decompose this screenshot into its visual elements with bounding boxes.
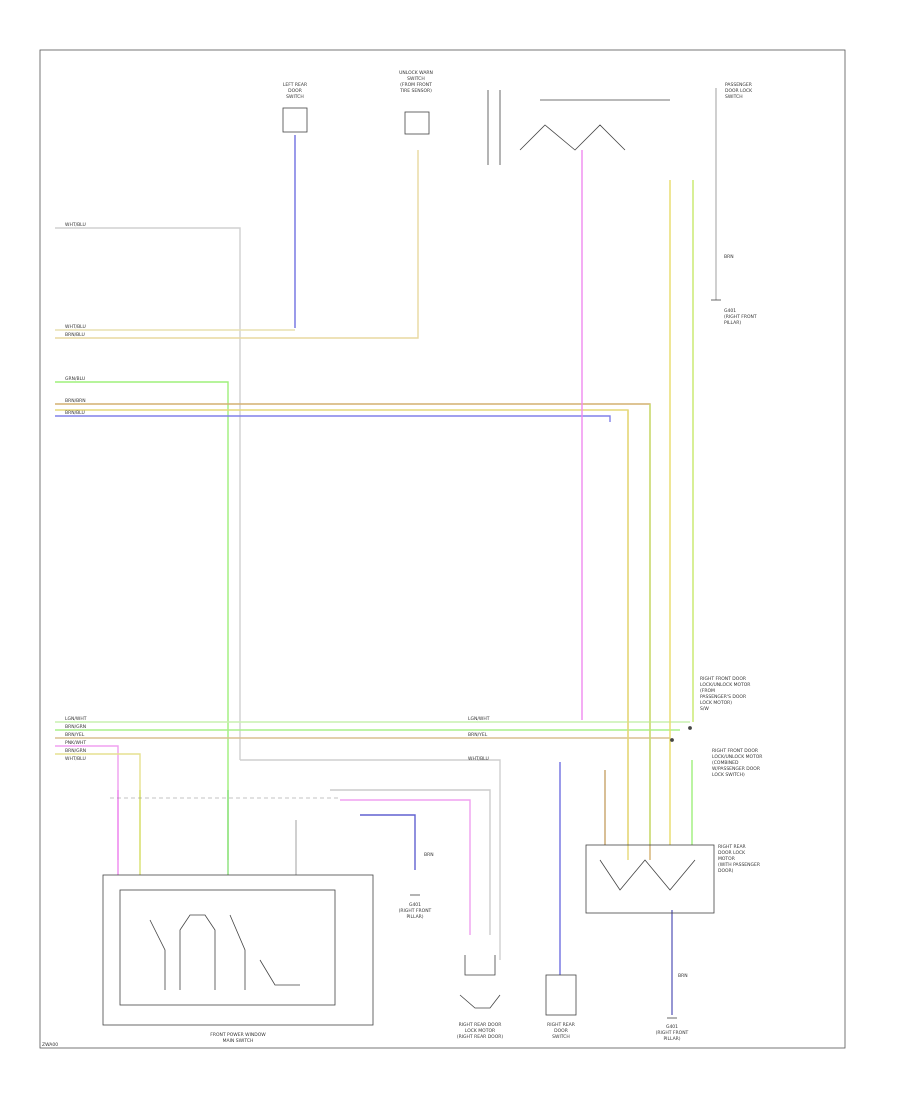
wire-label-left-5: BRN/BLU bbox=[65, 410, 85, 416]
components bbox=[102, 90, 715, 1026]
grounds bbox=[410, 299, 721, 1019]
front-power-window-switch-box bbox=[102, 874, 374, 1026]
label-rf-lower-0: RIGHT FRONT DOOR bbox=[712, 748, 758, 754]
label-ground-bottom-0: G401 bbox=[666, 1024, 678, 1030]
wire-blu-416 bbox=[55, 415, 611, 422]
label-rf-upper-5: S/W bbox=[700, 706, 709, 712]
unlock-warn-switch-box bbox=[404, 111, 430, 135]
wire-motor-pnk bbox=[340, 799, 471, 935]
diagram-border bbox=[39, 49, 846, 1049]
label-ground-mid-0: G401 bbox=[409, 902, 421, 908]
wire-pnk-746 bbox=[55, 745, 119, 860]
label-ground-mid-1: (RIGHT FRONT bbox=[399, 908, 432, 914]
label-rear-motor-1: LOCK MOTOR bbox=[465, 1028, 495, 1034]
wire-yel-410 bbox=[55, 409, 629, 860]
label-fpw-0: FRONT POWER WINDOW bbox=[210, 1032, 266, 1038]
wire-label-left-7: BRN/GRN bbox=[65, 724, 86, 730]
horizontal-wires bbox=[55, 150, 690, 960]
fpw-arch bbox=[179, 914, 216, 990]
wire-grn-382 bbox=[55, 381, 229, 860]
label-passenger-0: PASSENGER bbox=[725, 82, 752, 88]
label-rf-lower-3: W/PASSENGER DOOR bbox=[712, 766, 760, 772]
pdl-switch bbox=[519, 124, 626, 151]
rear-motor-upper bbox=[464, 955, 496, 976]
rear-motor-lower bbox=[459, 994, 501, 1009]
wire-label-mid-0: LGN/WHT bbox=[468, 716, 490, 722]
front-power-window-inner bbox=[119, 889, 336, 1006]
label-rr-switch-0: RIGHT REAR bbox=[547, 1022, 575, 1028]
label-unlock-warn-3: TIRE SENSOR) bbox=[399, 88, 432, 94]
wire-label-left-10: BRN/GRN bbox=[65, 748, 86, 754]
label-ground-mid-wire: BRN bbox=[424, 852, 434, 858]
rr-lock-switch bbox=[599, 859, 696, 891]
label-passenger-1: DOOR LOCK bbox=[725, 88, 753, 94]
splice-2 bbox=[688, 726, 692, 730]
label-fpw-1: MAIN SWITCH bbox=[223, 1038, 254, 1044]
label-rear-motor-0: RIGHT REAR DOOR bbox=[459, 1022, 502, 1028]
label-ground-top-2: PILLAR) bbox=[724, 320, 741, 326]
wire-label-left-9: PNK/WHT bbox=[65, 740, 86, 746]
label-left-rear-switch-2: SWITCH bbox=[286, 94, 304, 100]
label-ground-bottom-wire: BRN bbox=[678, 973, 688, 979]
footer-code: ZWA00 bbox=[42, 1042, 58, 1048]
splice-1 bbox=[670, 738, 674, 742]
label-left-rear-switch-0: LEFT REAR bbox=[283, 82, 307, 88]
label-unlock-warn-1: SWITCH bbox=[407, 76, 425, 82]
fpw-switch-2 bbox=[229, 914, 246, 990]
label-rr-unit-1: DOOR LOCK bbox=[718, 850, 746, 856]
label-rf-upper-2: (FROM bbox=[700, 688, 715, 694]
wire-grey-762 bbox=[240, 759, 501, 960]
wire-label-mid-2: WHT/BLU bbox=[468, 756, 489, 762]
label-left-rear-switch-1: DOOR bbox=[288, 88, 302, 94]
wire-wht-blu-top bbox=[55, 227, 241, 760]
right-rear-door-switch-box bbox=[545, 974, 577, 1016]
label-rr-switch-2: SWITCH bbox=[552, 1034, 570, 1040]
wire-label-left-11: WHT/BLU bbox=[65, 756, 86, 762]
wire-label-left-4: BRN/BRN bbox=[65, 398, 86, 404]
wire-label-left-0: WHT/BLU bbox=[65, 222, 86, 228]
fpw-switch-3 bbox=[259, 959, 300, 986]
wire-label-left-6: LGN/WHT bbox=[65, 716, 87, 722]
label-rr-unit-0: RIGHT REAR bbox=[718, 844, 746, 850]
label-rf-lower-4: LOCK SWITCH) bbox=[712, 772, 745, 778]
label-rear-motor-2: (RIGHT REAR DOOR) bbox=[457, 1034, 504, 1040]
label-rf-lower-2: (COMBINED bbox=[712, 760, 739, 766]
labels: LEFT REAR DOOR SWITCH UNLOCK WARN SWITCH… bbox=[42, 70, 762, 1048]
wire-label-left-1: WHT/BLU bbox=[65, 324, 86, 330]
label-rf-upper-4: LOCK MOTOR) bbox=[700, 700, 732, 706]
left-rear-door-switch-box bbox=[282, 107, 308, 133]
wire-label-left-8: BRN/YEL bbox=[65, 732, 85, 738]
wire-motor-blu bbox=[360, 814, 416, 870]
label-rr-unit-3: (WITH PASSENGER bbox=[718, 862, 760, 868]
label-passenger-2: SWITCH bbox=[725, 94, 743, 100]
label-unlock-warn-0: UNLOCK WARN bbox=[399, 70, 433, 76]
label-ground-top-0: G401 bbox=[724, 308, 736, 314]
wire-label-left-2: BRN/BLU bbox=[65, 332, 85, 338]
label-ground-top-wire: BRN bbox=[724, 254, 734, 260]
label-ground-bottom-2: PILLAR) bbox=[663, 1036, 680, 1042]
label-unlock-warn-2: (FROM FRONT bbox=[400, 82, 432, 88]
wire-label-left-3: GRN/BLU bbox=[65, 376, 85, 382]
label-rf-upper-0: RIGHT FRONT DOOR bbox=[700, 676, 746, 682]
label-ground-bottom-1: (RIGHT FRONT bbox=[656, 1030, 689, 1036]
wire-yel-754 bbox=[55, 753, 141, 860]
label-rr-switch-1: DOOR bbox=[554, 1028, 568, 1034]
label-rr-unit-2: MOTOR bbox=[718, 856, 735, 862]
label-rf-upper-1: LOCK/UNLOCK MOTOR bbox=[700, 682, 750, 688]
wire-motor-grey bbox=[330, 789, 491, 935]
label-rf-lower-1: LOCK/UNLOCK MOTOR bbox=[712, 754, 762, 760]
right-rear-lock-box bbox=[585, 844, 715, 914]
wire-label-mid-1: BRN/YEL bbox=[468, 732, 488, 738]
fpw-switch-1 bbox=[149, 919, 166, 990]
wire-brn-404 bbox=[55, 403, 651, 860]
label-rf-upper-3: PASSENGER'S DOOR bbox=[700, 694, 746, 700]
label-ground-top-1: (RIGHT FRONT bbox=[724, 314, 757, 320]
vertical-wires bbox=[117, 88, 717, 1015]
label-ground-mid-2: PILLAR) bbox=[406, 914, 423, 920]
wire-338 bbox=[55, 150, 419, 339]
label-rr-unit-4: DOOR) bbox=[718, 868, 734, 874]
